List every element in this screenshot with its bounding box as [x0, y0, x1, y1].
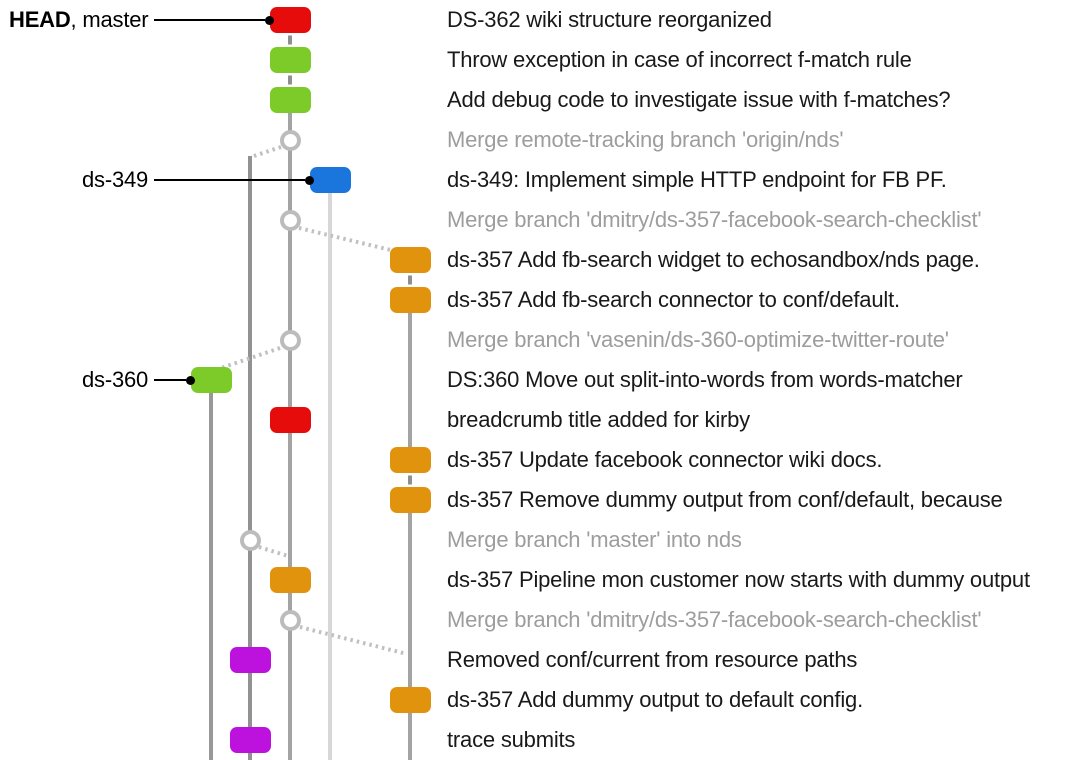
- commit-node-orange[interactable]: [389, 687, 431, 713]
- commit-message[interactable]: Throw exception in case of incorrect f-m…: [447, 47, 912, 72]
- commit-message[interactable]: ds-357 Update facebook connector wiki do…: [447, 447, 883, 472]
- merge-commit-message[interactable]: Merge branch 'dmitry/ds-357-facebook-sea…: [447, 207, 982, 232]
- commit-message[interactable]: ds-357 Add fb-search connector to conf/d…: [447, 287, 900, 312]
- commit-message[interactable]: ds-357 Remove dummy output from conf/def…: [447, 487, 1003, 512]
- commit-message[interactable]: DS:360 Move out split-into-words from wo…: [447, 367, 963, 392]
- commit-message[interactable]: Add debug code to investigate issue with…: [447, 87, 951, 112]
- label-pointer-dot: [185, 375, 195, 385]
- branch-label[interactable]: HEAD, master: [9, 6, 274, 34]
- commit-node-green[interactable]: [269, 47, 311, 73]
- label-pointer-dot: [264, 15, 274, 25]
- commit-message[interactable]: Removed conf/current from resource paths: [447, 647, 858, 672]
- branch-label[interactable]: ds-349: [82, 166, 314, 194]
- commit-node-purple[interactable]: [229, 727, 271, 753]
- adjacent-commit-dash-ticks: [288, 35, 412, 485]
- commit-node-green[interactable]: [269, 87, 311, 113]
- commit-node-orange[interactable]: [389, 447, 431, 473]
- commit-message[interactable]: trace submits: [447, 727, 576, 752]
- commit-node-orange[interactable]: [389, 247, 431, 273]
- commit-node-orange[interactable]: [269, 567, 311, 593]
- merge-commit-message[interactable]: Merge branch 'master' into nds: [447, 527, 742, 552]
- commit-message[interactable]: ds-357 Add dummy output to default confi…: [447, 687, 863, 712]
- merge-commit-node[interactable]: [279, 129, 301, 151]
- branch-label-text: HEAD, master: [9, 7, 149, 32]
- commit-message[interactable]: breadcrumb title added for kirby: [447, 407, 750, 432]
- commit-node-purple[interactable]: [229, 647, 271, 673]
- commit-message[interactable]: ds-357 Add fb-search widget to echosandb…: [447, 247, 980, 272]
- merge-commit-node[interactable]: [279, 209, 301, 231]
- commit-node-orange[interactable]: [389, 487, 431, 513]
- merge-commit-node[interactable]: [279, 329, 301, 351]
- merge-commit-node[interactable]: [239, 529, 261, 551]
- commit-message[interactable]: DS-362 wiki structure reorganized: [447, 7, 772, 32]
- branch-label[interactable]: ds-360: [82, 366, 195, 394]
- commit-node-red[interactable]: [269, 407, 311, 433]
- merge-commit-message[interactable]: Merge remote-tracking branch 'origin/nds…: [447, 127, 844, 152]
- merge-commit-node[interactable]: [279, 609, 301, 631]
- label-pointer-line: [154, 179, 305, 181]
- branch-label-text: ds-360: [82, 367, 149, 392]
- label-pointer-dot: [304, 175, 314, 185]
- commit-message[interactable]: ds-357 Pipeline mon customer now starts …: [447, 567, 1030, 592]
- commit-node-blue[interactable]: [309, 167, 351, 193]
- commit-node-green[interactable]: [190, 367, 232, 393]
- commit-node-red[interactable]: [269, 7, 311, 33]
- commit-message[interactable]: ds-349: Implement simple HTTP endpoint f…: [447, 167, 947, 192]
- merge-commit-message[interactable]: Merge branch 'dmitry/ds-357-facebook-sea…: [447, 607, 982, 632]
- branch-label-text: ds-349: [82, 167, 149, 192]
- label-pointer-line: [154, 379, 186, 381]
- commit-node-orange[interactable]: [389, 287, 431, 313]
- merge-dotted-links: [220, 145, 408, 656]
- merge-commit-message[interactable]: Merge branch 'vasenin/ds-360-optimize-tw…: [447, 327, 949, 352]
- label-pointer-line: [154, 19, 265, 21]
